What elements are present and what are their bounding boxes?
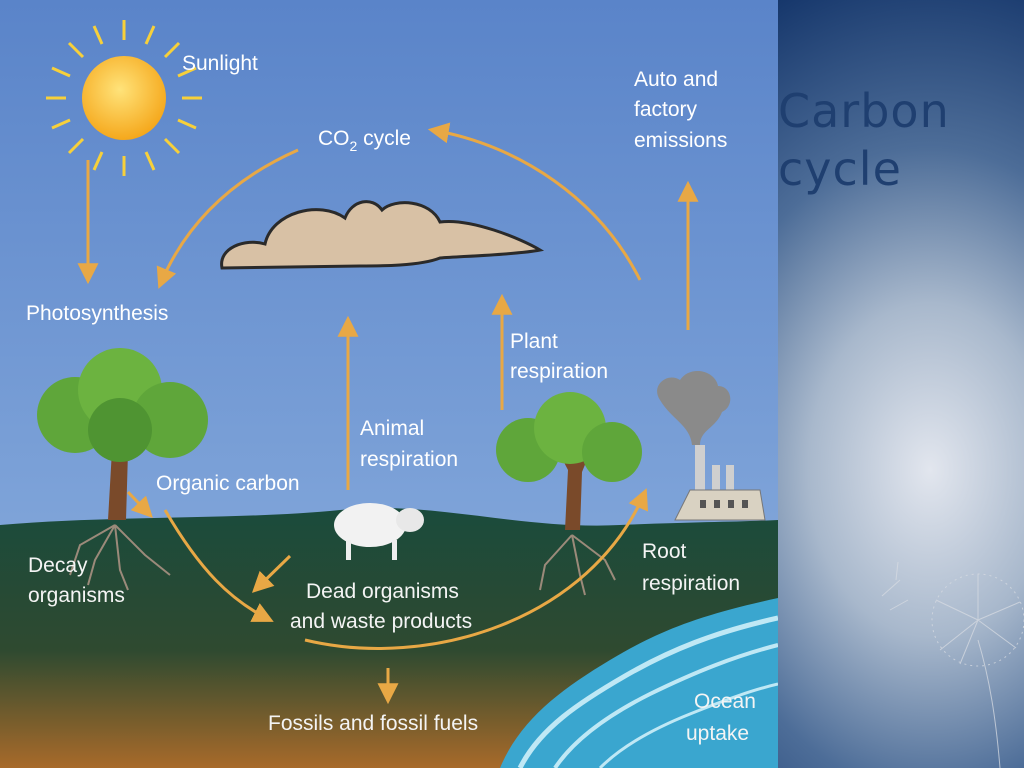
label-decay-1: Decay [28, 554, 88, 577]
label-animal-respiration-2: respiration [360, 448, 458, 471]
ocean-wave [517, 615, 778, 768]
label-dead-organisms-2: and waste products [290, 610, 472, 633]
slide-title: Carbon cycle [778, 84, 950, 196]
label-co2-suffix: cycle [357, 127, 411, 150]
arrow-co2-to-photosynthesis [156, 148, 299, 289]
label-ocean-uptake-2: uptake [686, 722, 749, 745]
label-ocean-uptake-1: Ocean [694, 690, 756, 713]
label-dead-organisms-1: Dead organisms [306, 580, 459, 603]
roots [69, 524, 616, 596]
arrow-root-respiration [304, 488, 648, 650]
ocean-wave [598, 682, 778, 768]
label-co2-subscript: 2 [350, 138, 358, 154]
arrow-to-dead-organisms [251, 554, 292, 593]
dandelion-icon [881, 561, 1024, 768]
sun-icon [46, 20, 202, 176]
ocean-wave [553, 643, 778, 768]
label-plant-respiration-1: Plant [510, 330, 558, 353]
arrow-emissions-to-co2 [427, 122, 642, 281]
label-auto-factory-1: Auto and [634, 68, 718, 91]
label-decay-2: organisms [28, 584, 125, 607]
carbon-cycle-diagram: Sunlight CO2 cycle Auto and factory emis… [0, 0, 778, 768]
label-organic-carbon: Organic carbon [156, 472, 300, 495]
label-animal-respiration-1: Animal [360, 417, 424, 440]
label-auto-factory-2: factory [634, 98, 698, 121]
label-sunlight: Sunlight [182, 52, 258, 75]
label-plant-respiration-2: respiration [510, 360, 608, 383]
label-root-respiration-2: respiration [642, 572, 740, 595]
arrow-dead-organisms [163, 509, 274, 622]
label-co2-cycle: CO2 cycle [318, 127, 411, 154]
label-co2-prefix: CO [318, 127, 350, 150]
tree-right-icon [496, 392, 642, 530]
label-fossils: Fossils and fossil fuels [268, 712, 478, 735]
ocean [500, 598, 778, 768]
label-auto-factory-3: emissions [634, 129, 727, 152]
cloud-icon [220, 200, 545, 270]
factory-icon [657, 371, 766, 521]
label-photosynthesis: Photosynthesis [26, 302, 168, 325]
sheep-icon [334, 503, 424, 560]
tree-left-icon [37, 348, 208, 520]
arrow-organic-carbon [126, 490, 153, 519]
label-root-respiration-1: Root [642, 540, 687, 563]
